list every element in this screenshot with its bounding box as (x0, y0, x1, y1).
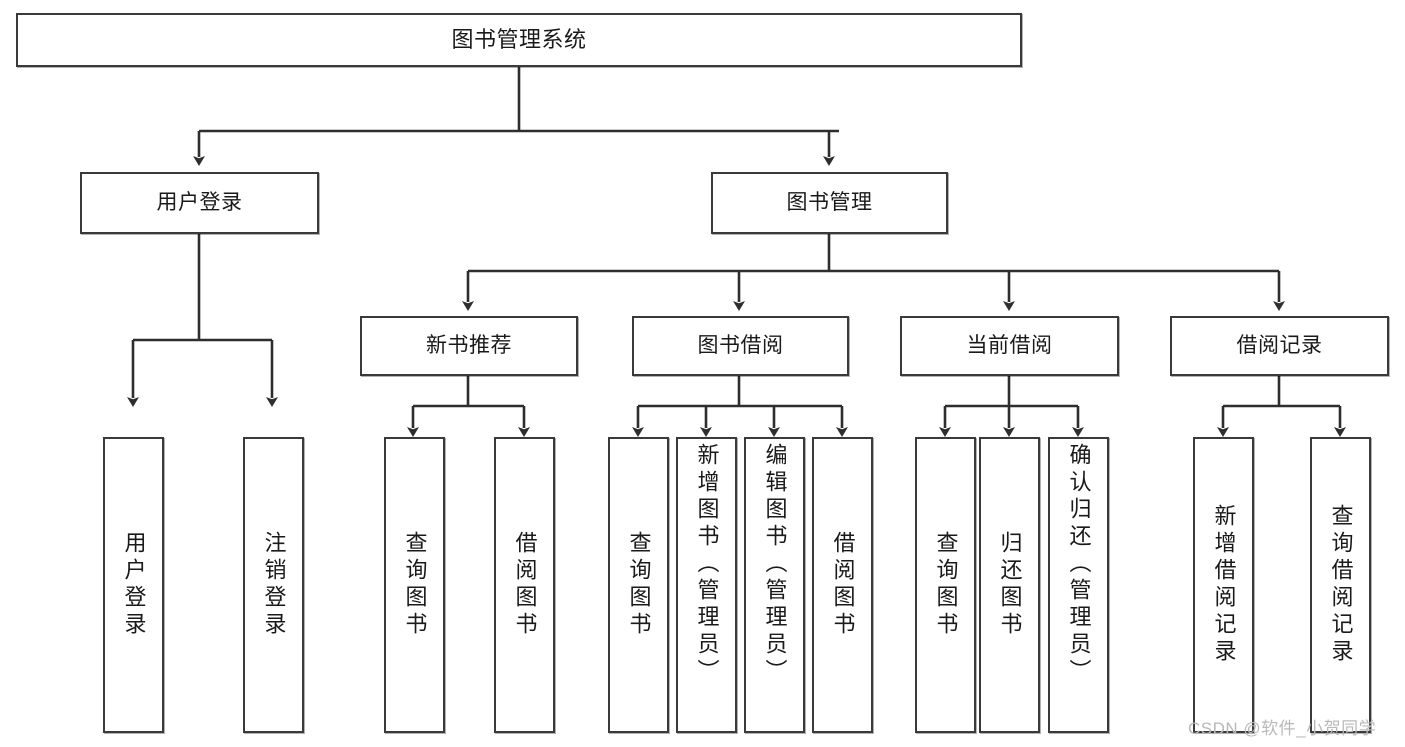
leaf-borrow-borrow-book[interactable]: 借阅图书 (812, 437, 873, 733)
node-label: 确认归还（管理员） (1066, 443, 1092, 686)
leaf-user-login-login[interactable]: 用户登录 (103, 437, 164, 733)
leaf-borrow-query-book[interactable]: 查询图书 (608, 437, 669, 733)
node-new-book-recommend[interactable]: 新书推荐 (360, 316, 578, 376)
node-label: 新增借阅记录 (1211, 504, 1237, 666)
node-label: 新增图书（管理员） (694, 443, 720, 686)
node-label: 图书管理 (786, 190, 873, 214)
node-label: 用户登录 (156, 190, 243, 214)
leaf-current-confirm-return[interactable]: 确认归还（管理员） (1048, 437, 1109, 733)
node-book-borrow[interactable]: 图书借阅 (632, 316, 849, 376)
leaf-current-return-book[interactable]: 归还图书 (979, 437, 1040, 733)
node-label: 借阅记录 (1236, 333, 1323, 357)
node-label: 查询图书 (402, 531, 428, 639)
node-label: 查询图书 (626, 531, 652, 639)
node-label: 图书管理系统 (451, 27, 587, 53)
node-label: 查询图书 (933, 531, 959, 639)
watermark-text: CSDN @软件_小贺同学 (1188, 719, 1377, 738)
node-book-management[interactable]: 图书管理 (711, 172, 948, 234)
node-label: 用户登录 (121, 531, 147, 639)
node-borrow-record[interactable]: 借阅记录 (1170, 316, 1389, 376)
node-label: 查询借阅记录 (1328, 504, 1354, 666)
node-label: 借阅图书 (830, 531, 856, 639)
leaf-record-add[interactable]: 新增借阅记录 (1193, 437, 1254, 733)
leaf-current-query-book[interactable]: 查询图书 (915, 437, 976, 733)
leaf-new-book-query[interactable]: 查询图书 (384, 437, 445, 733)
node-label: 归还图书 (997, 531, 1023, 639)
node-label: 借阅图书 (512, 531, 538, 639)
leaf-new-book-borrow[interactable]: 借阅图书 (494, 437, 555, 733)
leaf-borrow-edit-book[interactable]: 编辑图书（管理员） (744, 437, 805, 733)
node-label: 图书借阅 (697, 333, 784, 357)
node-label: 注销登录 (261, 531, 287, 639)
node-current-borrow[interactable]: 当前借阅 (900, 316, 1119, 376)
node-root-system[interactable]: 图书管理系统 (16, 13, 1022, 67)
leaf-user-login-logout[interactable]: 注销登录 (243, 437, 304, 733)
leaf-borrow-add-book[interactable]: 新增图书（管理员） (676, 437, 737, 733)
node-label: 新书推荐 (426, 333, 512, 357)
leaf-record-query[interactable]: 查询借阅记录 (1310, 437, 1371, 733)
node-label: 当前借阅 (966, 333, 1053, 357)
node-label: 编辑图书（管理员） (762, 443, 788, 686)
node-user-login[interactable]: 用户登录 (80, 172, 319, 234)
